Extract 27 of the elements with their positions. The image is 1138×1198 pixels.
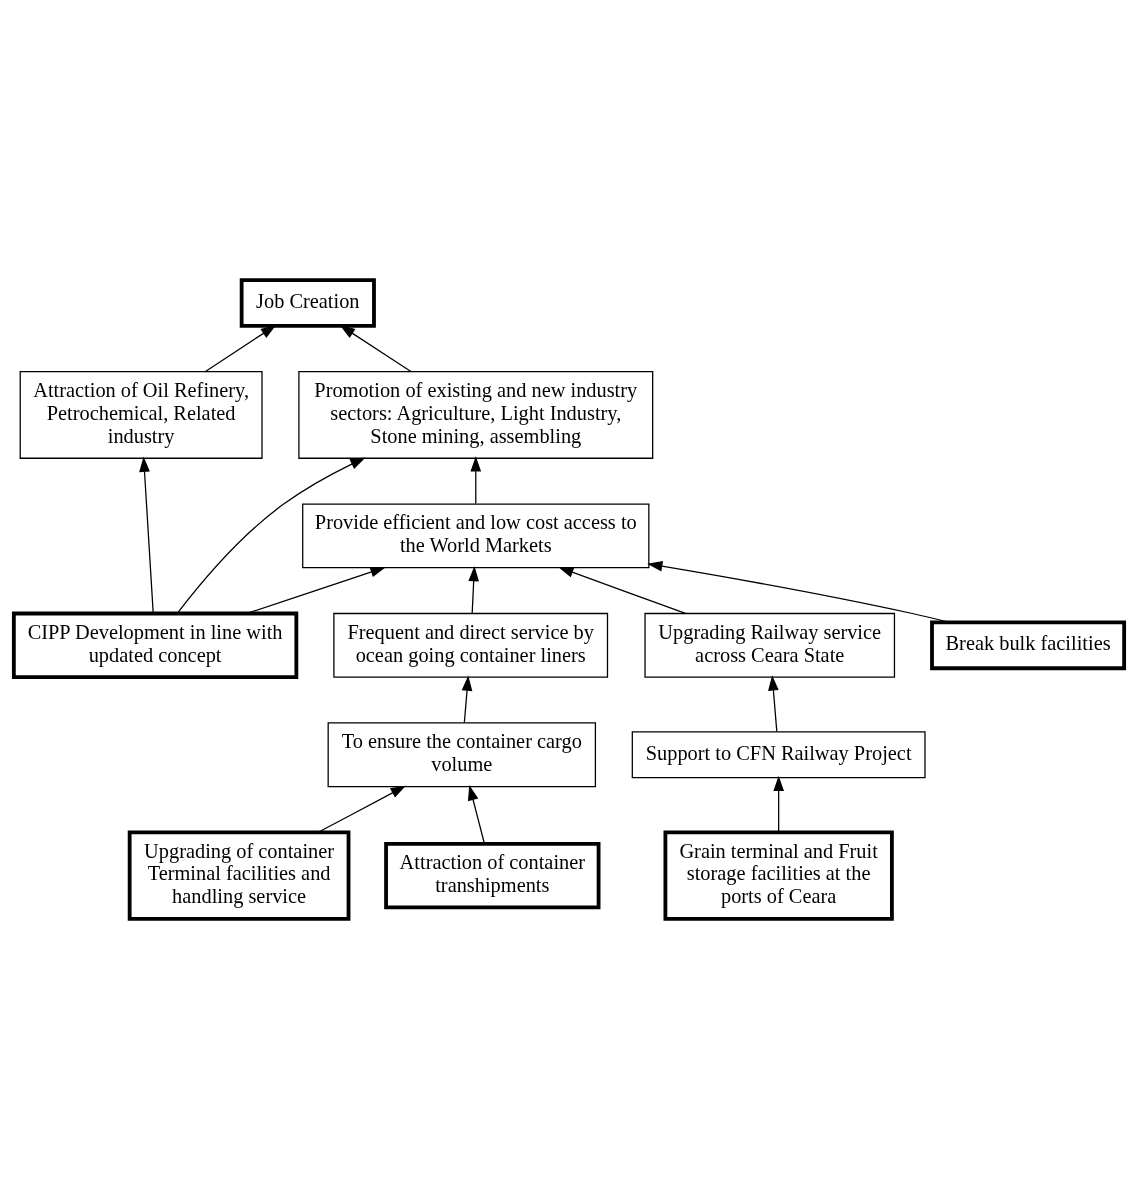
arrow [773, 775, 784, 833]
node-box: Provide efficient and low cost access to the World Markets [302, 502, 650, 568]
arrow [558, 566, 687, 614]
node-box: Attraction of Oil Refinery, Petrochemical, Related industry [19, 370, 263, 459]
arrow [647, 560, 950, 623]
arrow [317, 785, 406, 833]
node-box: Frequent and direct service by ocean going container liners [333, 612, 609, 678]
arrow [468, 565, 480, 614]
node-box: Grain terminal and Fruit storage facilities at the ports of Ceara [663, 829, 894, 921]
node-box: Upgrading of container Terminal facilities and handling service [127, 829, 351, 921]
arrow [139, 456, 154, 614]
node-box: Job Creation [239, 277, 376, 328]
node-box: Break bulk facilities [930, 620, 1127, 670]
node-box: To ensure the container cargo volume [327, 721, 597, 787]
arrow [176, 456, 366, 614]
arrow [470, 455, 482, 504]
arrow [204, 324, 277, 372]
arrow [339, 324, 412, 372]
node-box: CIPP Development in line with updated concept [11, 611, 299, 679]
arrow [461, 675, 473, 723]
node-box: Support to CFN Railway Project [631, 730, 926, 778]
arrow [246, 566, 386, 614]
node-box: Attraction of container transhipments [384, 841, 601, 909]
arrow [467, 784, 485, 844]
arrow [768, 674, 779, 732]
node-box: Promotion of existing and new industry sectors: Agriculture, Light Industry, Stone mining, assembling [298, 370, 654, 459]
node-box: Upgrading Railway service across Ceara State [644, 612, 896, 678]
